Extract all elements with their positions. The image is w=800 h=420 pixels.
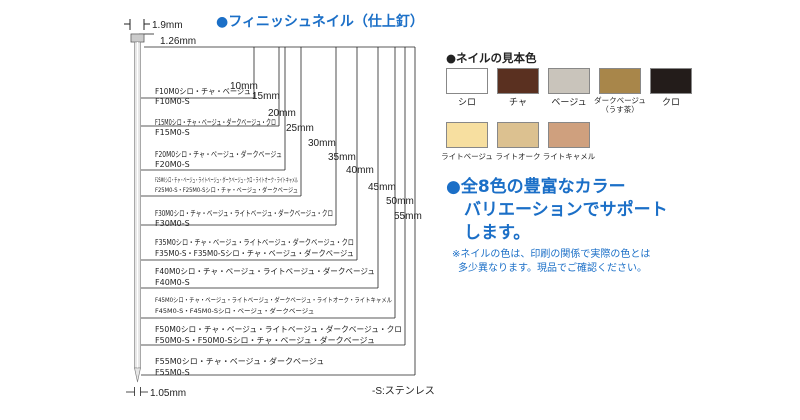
shank-diameter-dimension: 1.05mm bbox=[126, 387, 186, 399]
nail-model-stainless: F15M0-S bbox=[155, 128, 190, 137]
nail-model-colors: F25M0シロ・チャ・ベージュ・ライトベージュ・ダークベージュ・クロ・ライトオー… bbox=[155, 175, 298, 184]
nail-length-label: 20mm bbox=[268, 108, 296, 119]
feature-line-3: します。 bbox=[464, 223, 531, 243]
swatch-label-light-camel: ライトキャメル bbox=[542, 152, 596, 161]
diagram-title: ●フィニッシュネイル（仕上釘） bbox=[216, 13, 424, 30]
nail-shank bbox=[134, 41, 141, 383]
nail-length-label: 50mm bbox=[386, 196, 414, 207]
head-height-label: 1.26mm bbox=[160, 36, 196, 47]
feature-line-2: バリエーションでサポート bbox=[464, 200, 668, 220]
nail-model-stainless: F40M0-S bbox=[155, 278, 190, 287]
head-width-label: 1.9mm bbox=[152, 20, 183, 31]
nail-head bbox=[130, 33, 145, 43]
swatch-light-beige bbox=[446, 122, 488, 148]
swatch-label-shiro: シロ bbox=[457, 98, 476, 108]
nail-model-stainless: F35M0-S・F35M0-Sシロ・チャ・ベージュ・ダークベージュ bbox=[155, 248, 354, 258]
nail-model-stainless: F25M0-S・F25M0-Sシロ・チャ・ベージュ・ダークベージュ bbox=[155, 185, 298, 194]
swatch-label-light-beige: ライトベージュ bbox=[441, 152, 493, 161]
nail-model-colors: F30M0シロ・チャ・ベージュ・ライトベージュ・ダークベージュ・クロ bbox=[155, 208, 333, 218]
nail-model-colors: F15M0シロ・チャ・ベージュ・ダークベージュ・クロ bbox=[155, 117, 276, 127]
nail-model-stainless: F45M0-S・F45M0-Sシロ・ベージュ・ダークベージュ bbox=[155, 306, 314, 315]
nail-model-colors: F45M0シロ・チャ・ベージュ・ライトベージュ・ダークベージュ・ライトオーク・ラ… bbox=[155, 295, 392, 304]
nail-model-stainless: F55M0-S bbox=[155, 368, 190, 377]
stainless-note: -S:ステンレス bbox=[372, 386, 435, 397]
nail-length-label: 30mm bbox=[308, 138, 336, 149]
disclaimer-line-1: ※ネイルの色は、印刷の関係で実際の色とは bbox=[452, 249, 651, 260]
swatch-sublabel-dark-beige: （うす茶） bbox=[601, 105, 639, 114]
nail-length-diagram: ●フィニッシュネイル（仕上釘） 1.9mm 1.26mm 1.05mm 10mm… bbox=[124, 13, 435, 399]
swatch-shiro bbox=[446, 68, 488, 94]
nail-length-label: 45mm bbox=[368, 182, 396, 193]
color-disclaimer: ※ネイルの色は、印刷の関係で実際の色とは 多少異なります。現品でご確認ください。 bbox=[452, 248, 782, 276]
nail-length-label: 35mm bbox=[328, 152, 356, 163]
nail-model-colors: F55M0シロ・チャ・ベージュ・ダークベージュ bbox=[155, 356, 324, 366]
swatch-cha bbox=[497, 68, 539, 94]
nail-model-stainless: F20M0-S bbox=[155, 160, 190, 169]
swatch-label-beige: ベージュ bbox=[551, 98, 587, 108]
swatch-light-oak bbox=[497, 122, 539, 148]
nail-length-label: 25mm bbox=[286, 123, 314, 134]
nail-length-label: 10mm bbox=[230, 81, 258, 92]
nail-length-label: 40mm bbox=[346, 165, 374, 176]
swatch-label-dark-beige: ダークベージュ bbox=[594, 96, 646, 105]
swatch-label-light-oak: ライトオーク bbox=[495, 152, 541, 161]
swatch-label-cha: チャ bbox=[509, 98, 527, 108]
feature-line-1: ●全8色の豊富なカラー bbox=[446, 177, 626, 197]
swatch-light-camel bbox=[548, 122, 590, 148]
swatch-kuro bbox=[650, 68, 692, 94]
swatch-label-kuro: クロ bbox=[661, 98, 680, 108]
swatch-dark-beige bbox=[599, 68, 641, 94]
nail-length-label: 15mm bbox=[252, 91, 280, 102]
nail-model-stainless: F30M0-S bbox=[155, 219, 190, 228]
swatch-beige bbox=[548, 68, 590, 94]
feature-callout: ●全8色の豊富なカラー バリエーションでサポート します。 bbox=[446, 176, 786, 245]
head-height-dimension: 1.26mm bbox=[139, 33, 196, 47]
nail-model-colors: F50M0シロ・チャ・ベージュ・ライトベージュ・ダークベージュ・クロ bbox=[155, 324, 402, 334]
nail-model-stainless: F50M0-S・F50M0-Sシロ・チャ・ベージュ・ダークベージュ bbox=[155, 335, 375, 345]
nail-model-stainless: F10M0-S bbox=[155, 97, 190, 106]
nail-length-label: 55mm bbox=[394, 211, 422, 222]
shank-diameter-label: 1.05mm bbox=[150, 388, 186, 399]
color-samples-title: ●ネイルの見本色 bbox=[446, 51, 537, 65]
nail-model-colors: F20M0シロ・チャ・ベージュ・ダークベージュ bbox=[155, 149, 282, 159]
nail-model-colors: F35M0シロ・チャ・ベージュ・ライトベージュ・ダークベージュ・クロ bbox=[155, 237, 354, 247]
nail-model-colors: F10M0シロ・チャ・ベージュ bbox=[155, 87, 251, 96]
disclaimer-line-2: 多少異なります。現品でご確認ください。 bbox=[458, 263, 647, 274]
head-width-dimension: 1.9mm bbox=[124, 19, 183, 31]
nail-model-colors: F40M0シロ・チャ・ベージュ・ライトベージュ・ダークベージュ bbox=[155, 266, 375, 276]
